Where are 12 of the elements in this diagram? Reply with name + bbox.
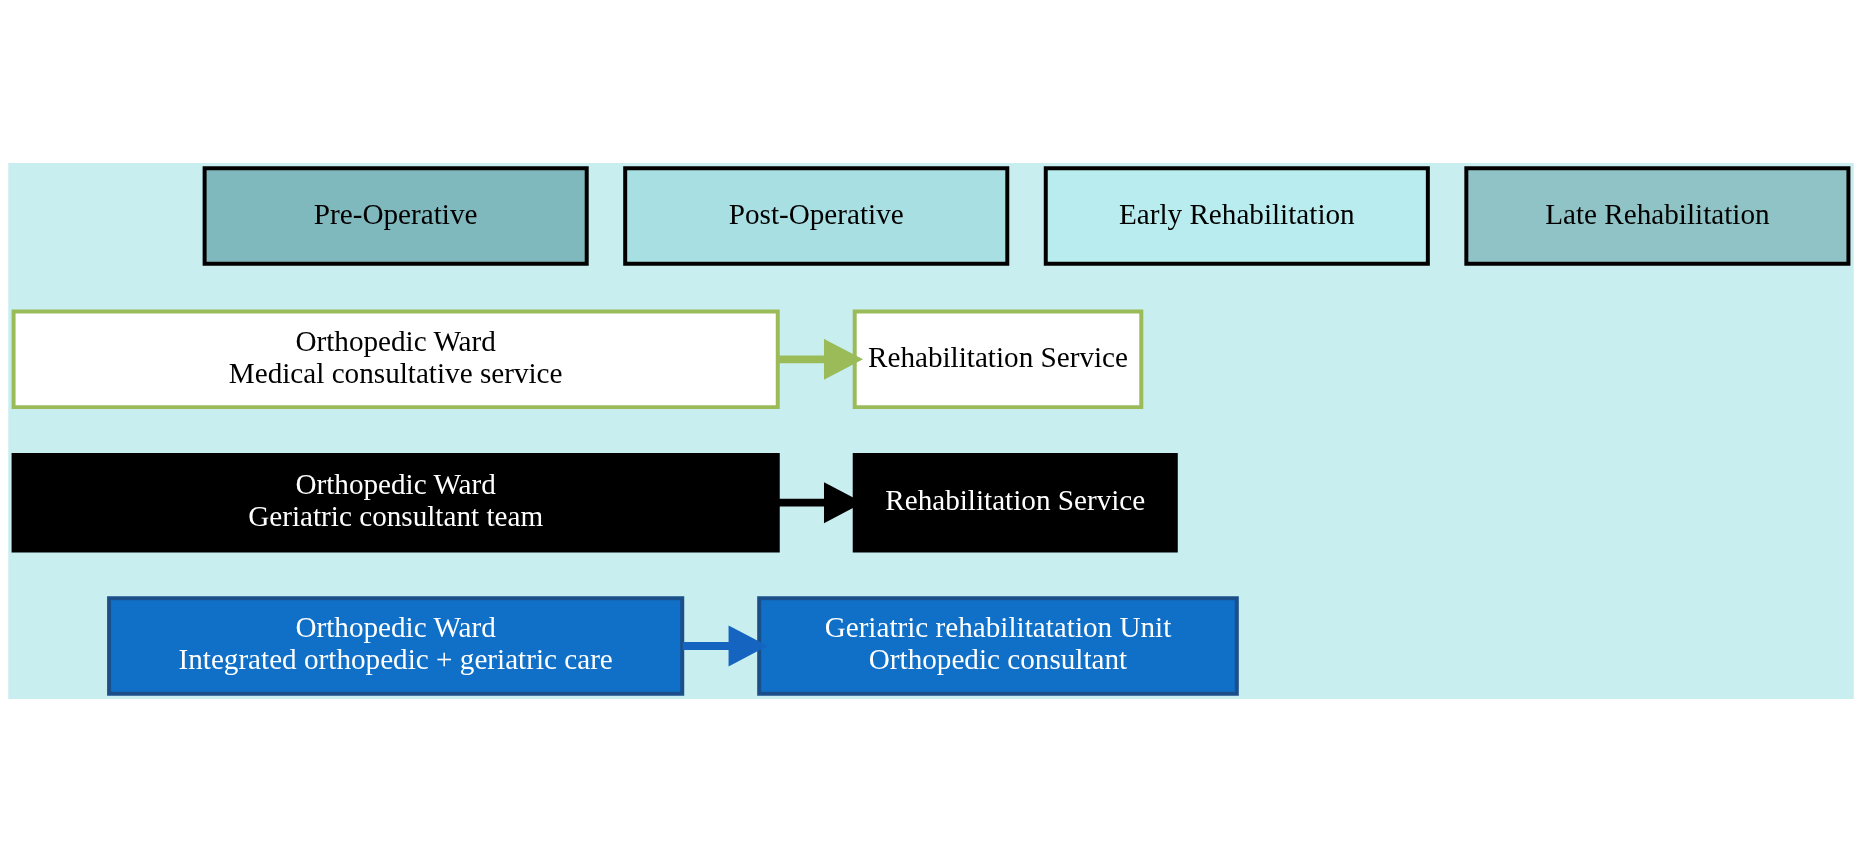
node-box: Pre-Operative: [202, 165, 589, 266]
node-box: Geriatric rehabilitatation Unit Orthopedic consultant: [757, 595, 1239, 696]
node-box: Early Rehabilitation: [1043, 165, 1430, 266]
node-box: Rehabilitation Service: [852, 309, 1144, 409]
arrow: [778, 338, 864, 380]
node-box: Rehabilitation Service: [852, 452, 1178, 552]
node-box: Orthopedic Ward Geriatric consultant team: [11, 452, 780, 552]
arrow: [682, 624, 768, 666]
node-box: Orthopedic Ward Medical consultative service: [11, 309, 780, 409]
node-box: Late Rehabilitation: [1464, 165, 1851, 266]
node-box: Post-Operative: [623, 165, 1010, 266]
node-box: Orthopedic Ward Integrated orthopedic + geriatric care: [107, 595, 685, 696]
